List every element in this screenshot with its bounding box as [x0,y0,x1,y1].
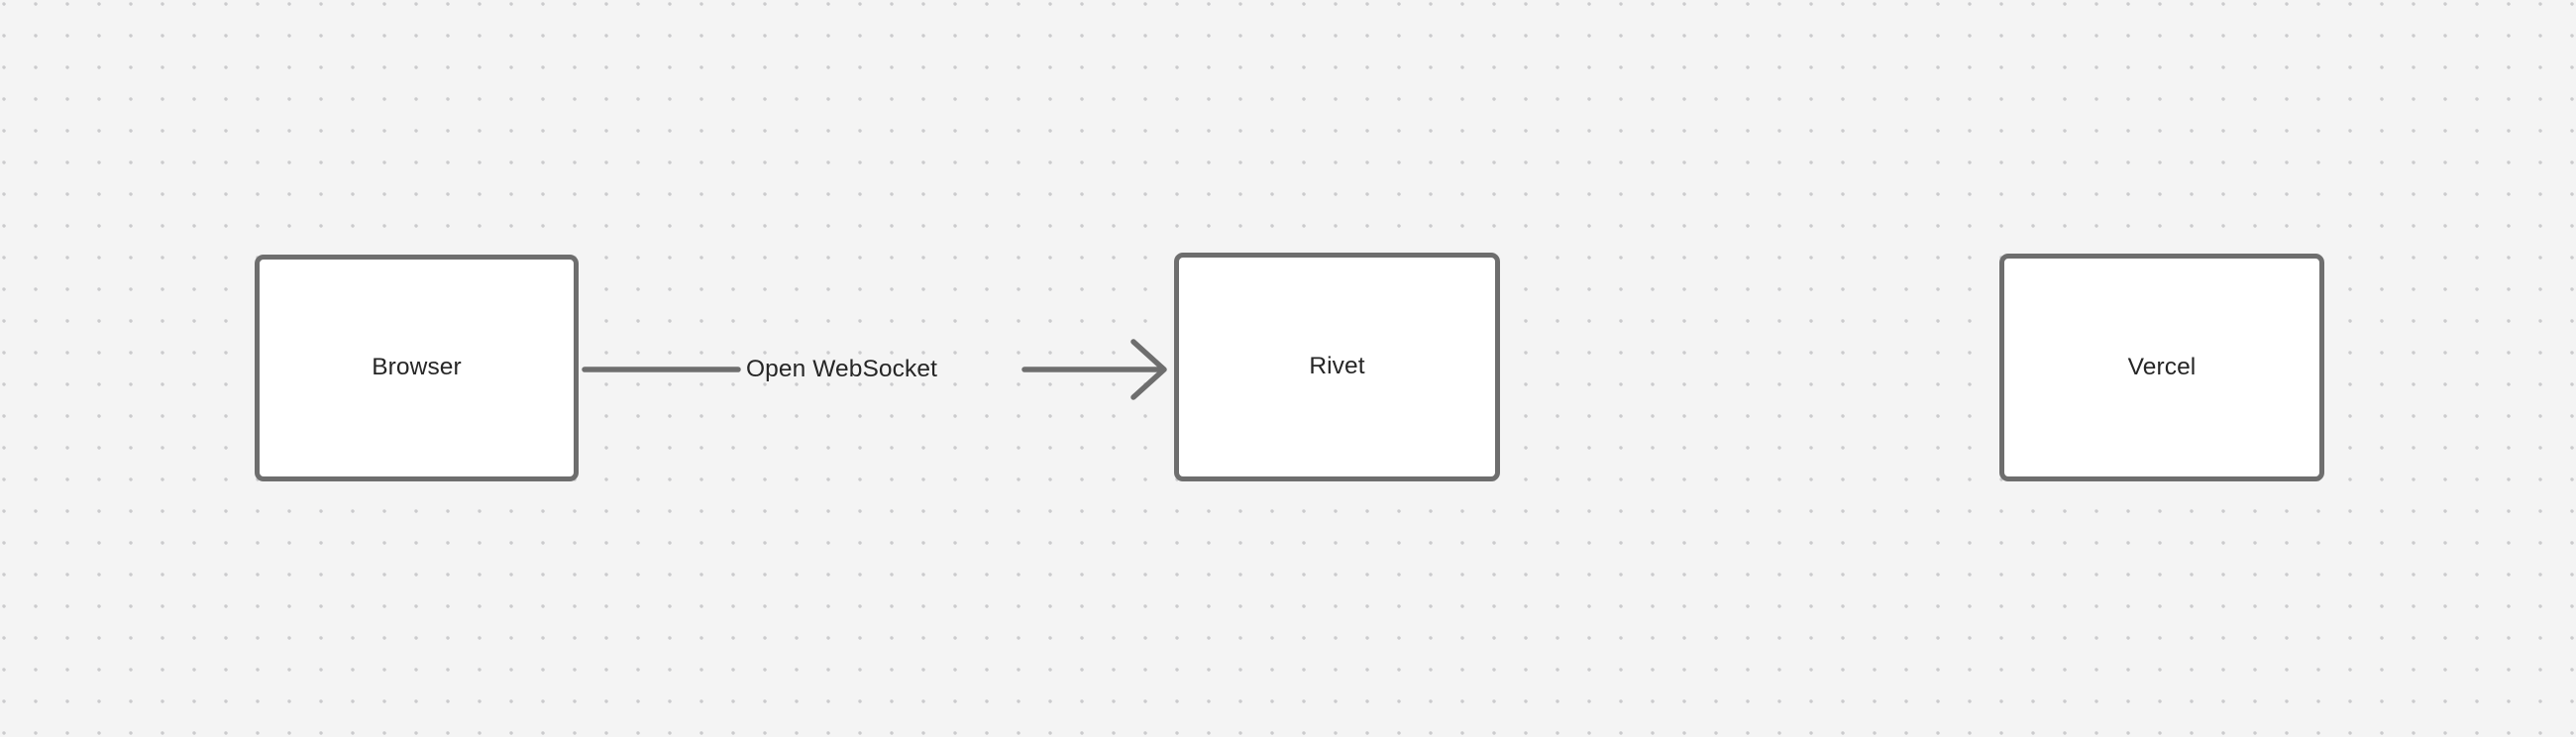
node-rivet-label: Rivet [1309,353,1365,380]
node-rivet[interactable]: Rivet [1174,253,1500,481]
edge-label-open-websocket: Open WebSocket [746,356,937,382]
node-browser[interactable]: Browser [255,255,579,481]
arrowhead-icon [1130,339,1167,400]
node-vercel[interactable]: Vercel [1999,254,2324,481]
node-vercel-label: Vercel [2127,353,2197,380]
node-browser-label: Browser [372,354,462,381]
